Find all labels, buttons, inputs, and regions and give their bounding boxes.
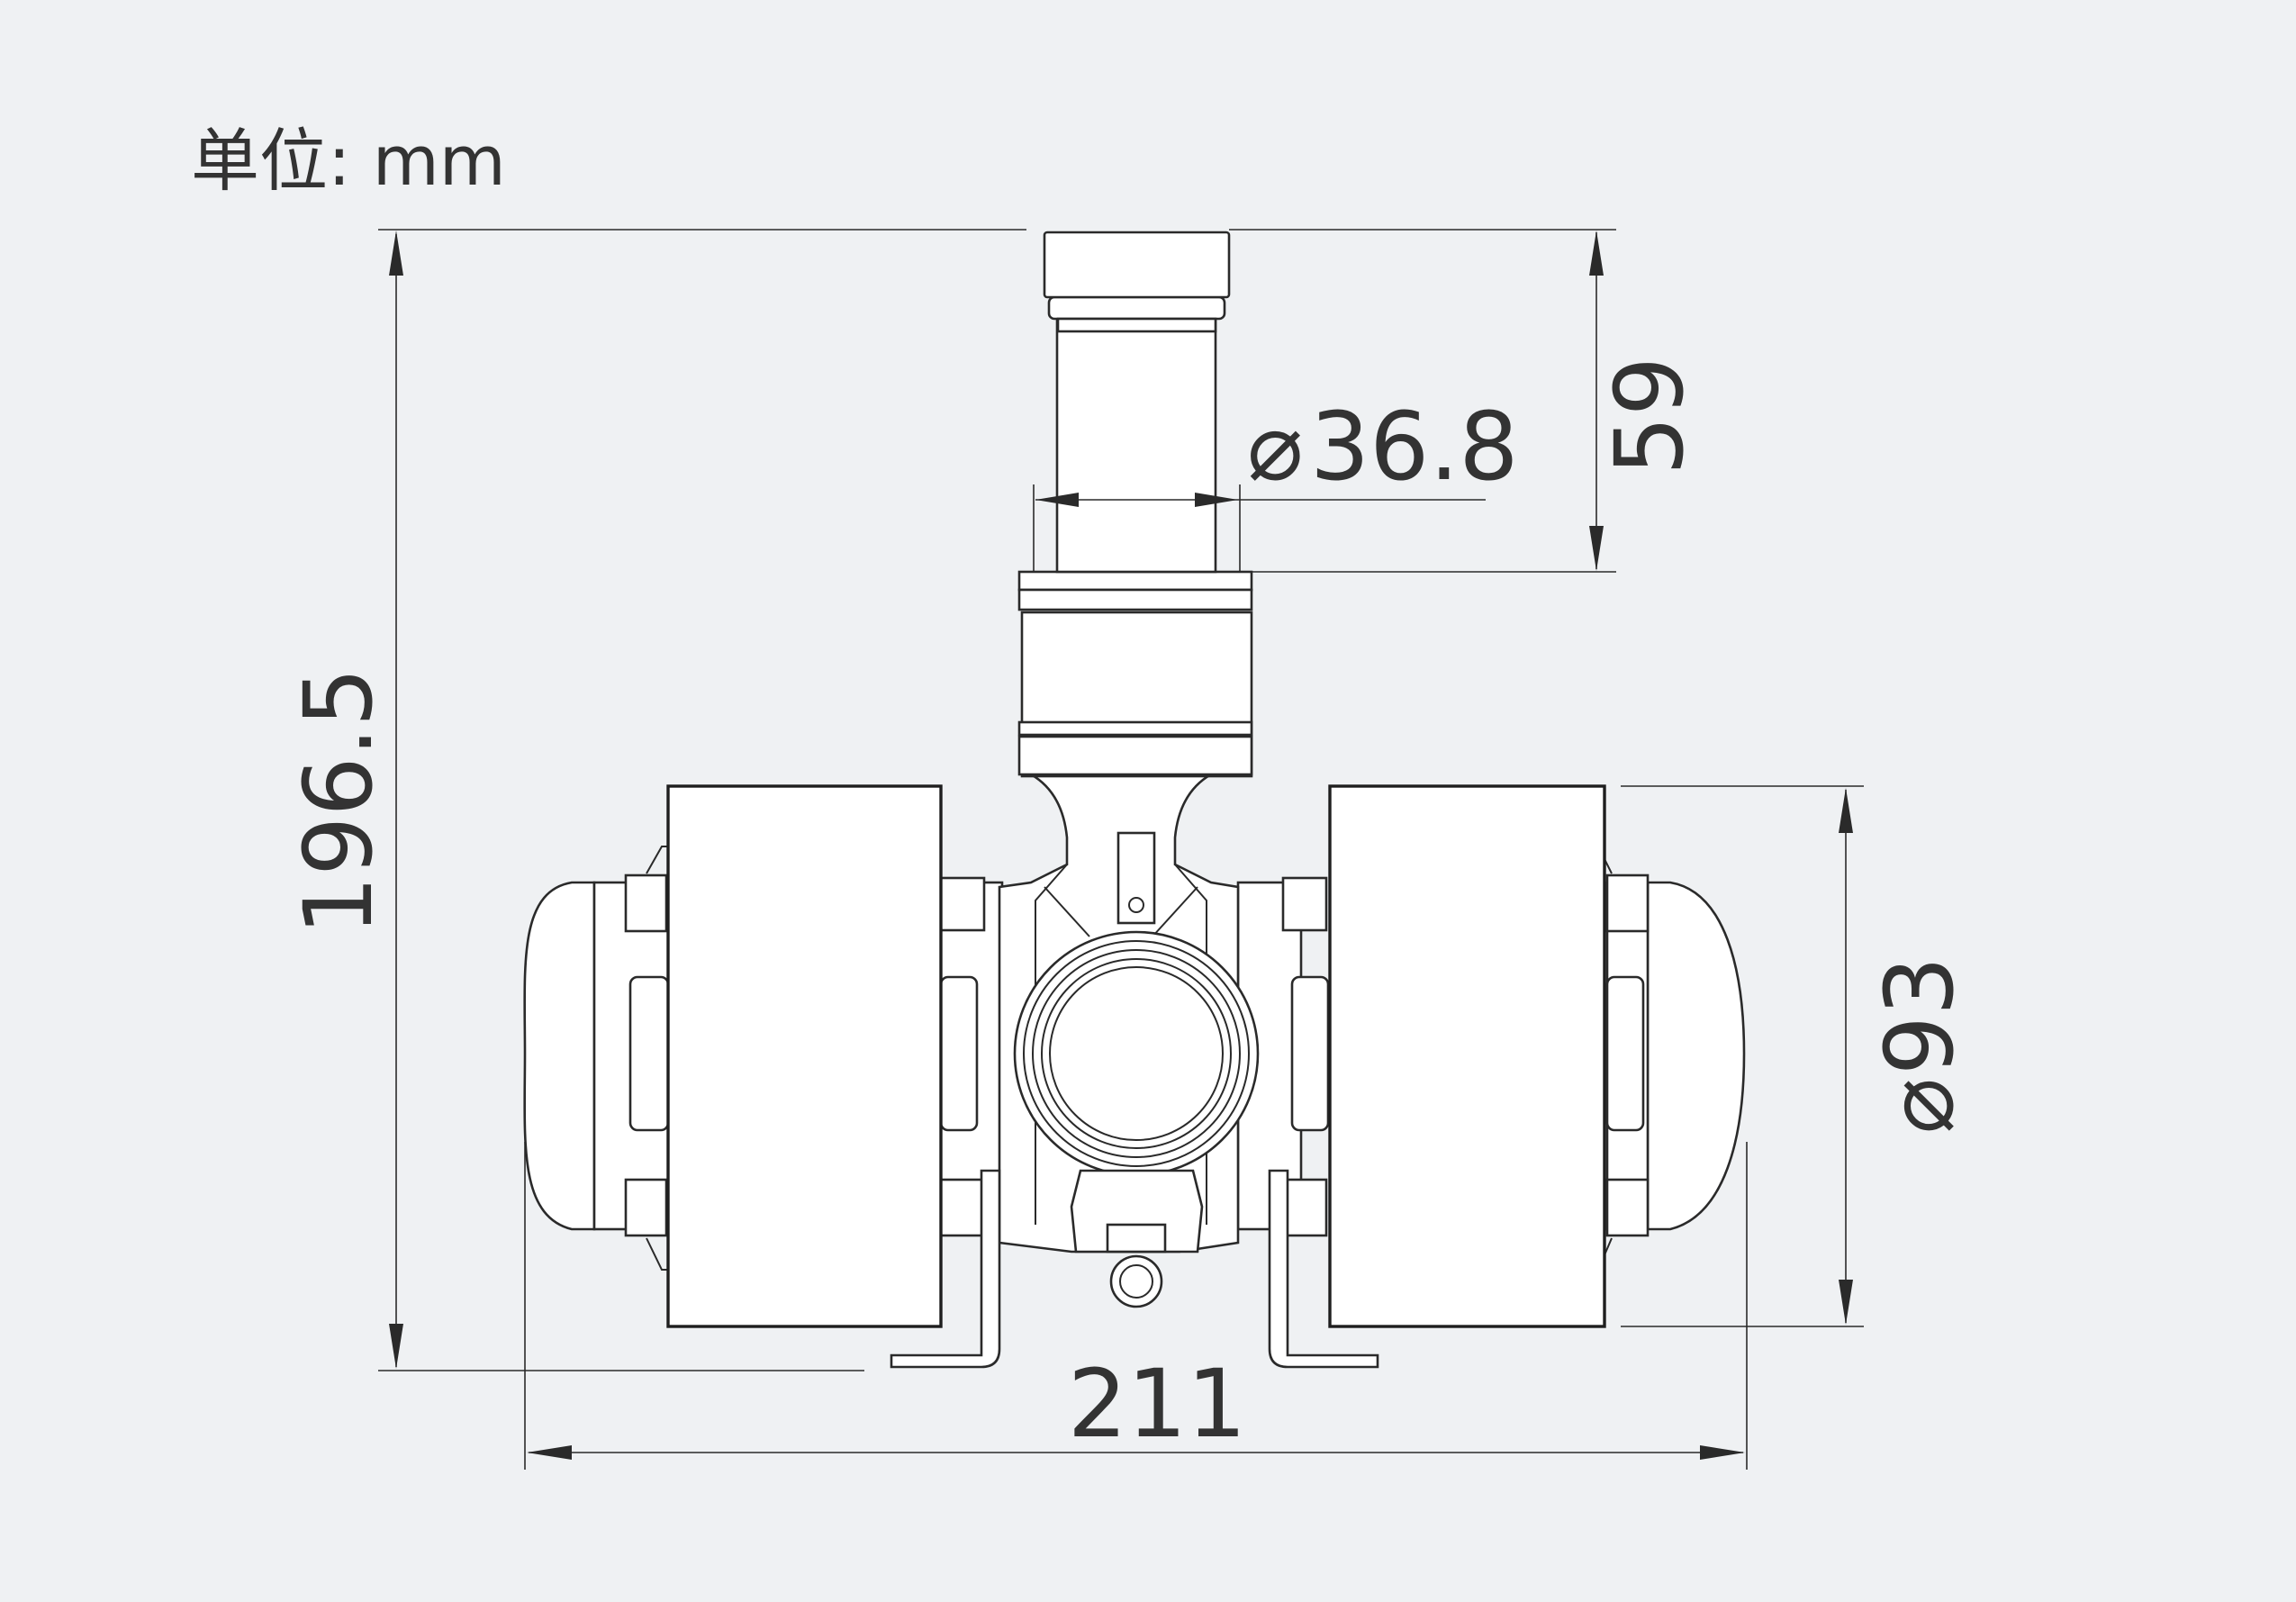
front-port-ring-3	[1041, 958, 1232, 1149]
top-tube	[1055, 313, 1217, 574]
wheel-diameter-symbol: ⌀	[1865, 1078, 1975, 1135]
arrow-tube-left	[1035, 493, 1079, 507]
right-foot	[1268, 1169, 1379, 1369]
front-port-ring-1	[1023, 940, 1250, 1167]
right-hub-slot	[1605, 975, 1645, 1132]
arrow-wheel-down	[1839, 1280, 1853, 1325]
arrow-59-up	[1589, 231, 1604, 276]
collar-ring-bottom	[1017, 735, 1253, 776]
left-axle-tab-bottom	[939, 1178, 986, 1237]
collar-ring-lower	[1017, 720, 1253, 737]
top-height-label: 59	[1595, 357, 1704, 475]
bottom-mount	[1070, 1169, 1204, 1254]
wheel-diameter-label: 93	[1865, 956, 1975, 1075]
arrow-tube-right	[1195, 493, 1238, 507]
tube-band-2	[1056, 317, 1217, 333]
bottom-hook-ring	[1109, 1254, 1163, 1308]
dimension-tube-diameter: ⌀ 36.8	[1033, 392, 1519, 572]
arrow-59-down	[1589, 526, 1604, 571]
device-outline	[523, 231, 1746, 1369]
tube-cap	[1043, 231, 1231, 299]
bottom-mount-neck	[1106, 1223, 1167, 1254]
arrow-width-right	[1700, 1445, 1745, 1460]
arrow-down	[389, 1324, 403, 1369]
body-latch	[1116, 831, 1156, 925]
tube-band-1	[1047, 295, 1226, 321]
left-wheel	[666, 784, 943, 1328]
arrow-up	[389, 231, 403, 276]
dimension-total-height: 196.5	[284, 229, 1026, 1371]
left-wheel-cap	[523, 881, 596, 1231]
dimension-wheel-diameter: ⌀ 93	[1621, 785, 1975, 1327]
front-port-outer	[1013, 930, 1260, 1177]
body-ribs	[1044, 886, 1198, 937]
left-hub-slot	[628, 975, 670, 1132]
bottom-hook-inner	[1119, 1264, 1153, 1299]
front-port-ring-2	[1032, 949, 1241, 1158]
unit-label: 单位: mm	[191, 121, 506, 201]
left-foot	[890, 1169, 1001, 1369]
right-hub-tab-bottom	[1605, 1178, 1650, 1237]
right-axle-tab-bottom	[1281, 1178, 1328, 1237]
right-wheel	[1328, 784, 1606, 1328]
left-hub-tab-top	[624, 873, 668, 933]
right-axle-slot	[1290, 975, 1330, 1132]
left-hub-tab-bottom	[624, 1178, 668, 1237]
arrow-width-left	[527, 1445, 572, 1460]
collar-ring-top	[1017, 570, 1253, 592]
total-width-label: 211	[1068, 1349, 1247, 1459]
dimension-total-width: 211	[524, 1142, 1748, 1470]
right-axle-tab-top	[1281, 876, 1328, 932]
right-wheel-cap	[1646, 881, 1746, 1231]
arrow-wheel-up	[1839, 788, 1853, 833]
tube-diameter-label: 36.8	[1310, 392, 1519, 502]
left-axle-slot	[939, 975, 979, 1132]
left-axle-tab-top	[939, 876, 986, 932]
front-port-inner	[1049, 966, 1224, 1141]
dimension-top-height: 59	[1229, 229, 1704, 573]
collar-ring-mid	[1017, 588, 1253, 611]
latch-screw	[1128, 897, 1144, 913]
right-hub-tab-top	[1605, 873, 1650, 933]
tube-diameter-symbol: ⌀	[1247, 392, 1304, 502]
total-height-label: 196.5	[284, 667, 393, 936]
